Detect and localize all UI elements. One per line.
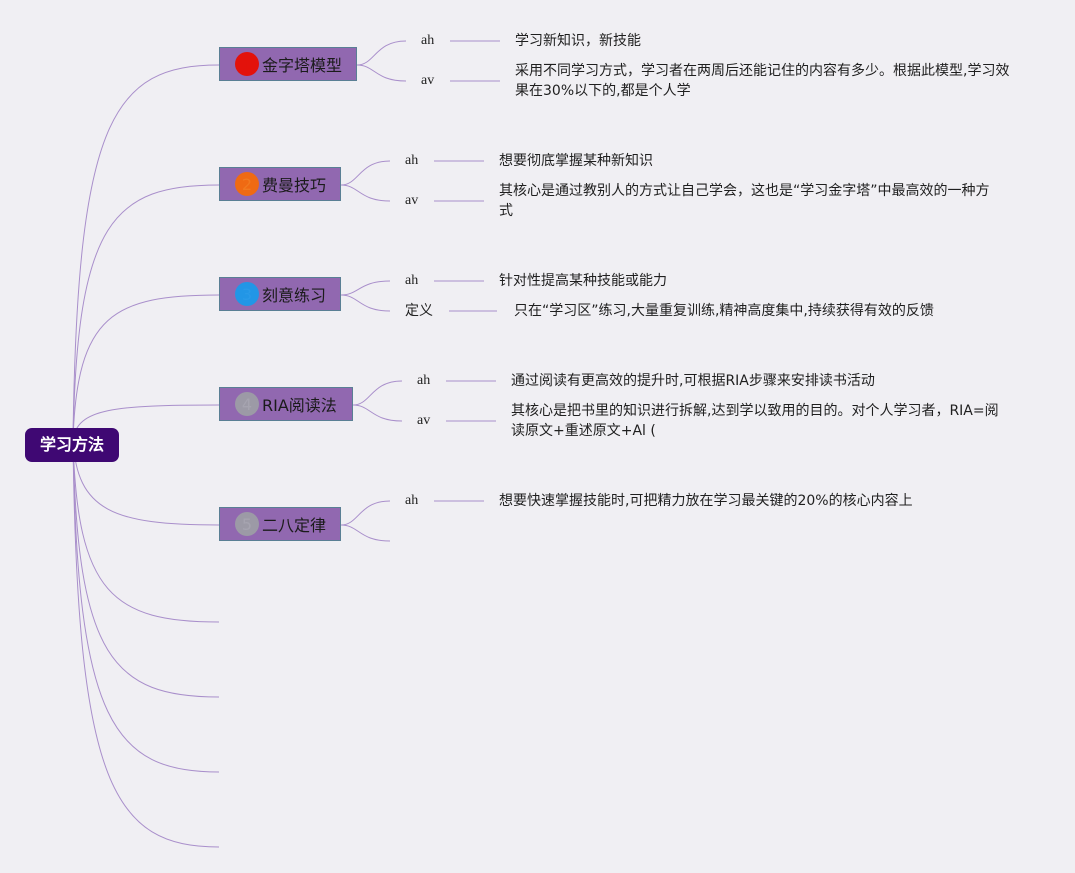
branch-label-ah[interactable]: ah xyxy=(405,493,419,508)
root-connector xyxy=(72,439,220,848)
number-3-badge: 3 xyxy=(235,282,259,306)
branch-connector xyxy=(352,380,403,406)
branch-connector xyxy=(356,40,407,66)
branch-connector xyxy=(340,184,391,202)
branch-connector xyxy=(352,404,403,422)
topic-label: 二八定律 xyxy=(262,516,327,535)
branch-text[interactable]: 只在“学习区”练习,大量重复训练,精神高度集中,持续获得有效的反馈 xyxy=(514,303,934,319)
branch-label-definition[interactable]: 定义 xyxy=(405,303,433,319)
branch-label-av[interactable]: av xyxy=(421,73,435,88)
branch-text[interactable]: 学习新知识，新技能 xyxy=(515,33,641,49)
branch-text[interactable]: 采用不同学习方式，学习者在两周后还能记住的内容有多少。根据此模型,学习效果在30… xyxy=(515,63,1010,99)
root-node[interactable]: 学习方法 xyxy=(25,428,119,462)
branch-connector xyxy=(340,294,391,312)
topic-node-feynman-technique[interactable]: 2 费曼技巧 xyxy=(219,167,341,201)
root-connector xyxy=(72,439,220,526)
branch-label-ah[interactable]: ah xyxy=(405,153,419,168)
topic-node-pyramid-model[interactable]: 1 金字塔模型 xyxy=(219,47,357,81)
branch-text[interactable]: 通过阅读有更高效的提升时,可根据RIA步骤来安排读书活动 xyxy=(511,373,875,389)
branch-connector xyxy=(340,500,391,526)
branch-text[interactable]: 针对性提高某种技能或能力 xyxy=(499,273,667,289)
branch-label-av[interactable]: av xyxy=(417,413,431,428)
root-connector xyxy=(72,294,220,441)
branch-label-ah[interactable]: ah xyxy=(417,373,431,388)
topic-node-deliberate-practice[interactable]: 3 刻意练习 xyxy=(219,277,341,311)
topic-node-ria-reading[interactable]: 4 RIA阅读法 xyxy=(219,387,353,421)
branch-label-ah[interactable]: ah xyxy=(405,273,419,288)
branch-text[interactable]: 其核心是通过教别人的方式让自己学会，这也是“学习金字塔”中最高效的一种方式 xyxy=(499,183,990,219)
branch-connector xyxy=(356,64,407,82)
topic-label: 刻意练习 xyxy=(262,286,327,305)
number-5-badge: 5 xyxy=(235,512,259,536)
number-1-badge: 1 xyxy=(235,52,259,76)
branch-text[interactable]: 想要彻底掌握某种新知识 xyxy=(499,153,653,169)
topic-label: 费曼技巧 xyxy=(262,176,327,195)
topic-node-pareto-principle[interactable]: 5 二八定律 xyxy=(219,507,341,541)
branch-connector xyxy=(340,160,391,186)
root-connector xyxy=(72,184,220,441)
branch-connector xyxy=(340,524,391,542)
topic-label: RIA阅读法 xyxy=(262,396,337,415)
branch-text[interactable]: 其核心是把书里的知识进行拆解,达到学以致用的目的。对个人学习者，RIA=阅读原文… xyxy=(511,403,999,439)
branch-text[interactable]: 想要快速掌握技能时,可把精力放在学习最关键的20%的核心内容上 xyxy=(499,493,913,509)
branch-connector xyxy=(340,280,391,296)
root-connector xyxy=(72,439,220,623)
root-connector xyxy=(72,439,220,773)
number-2-badge: 2 xyxy=(235,172,259,196)
root-connector xyxy=(72,64,220,441)
branch-label-ah[interactable]: ah xyxy=(421,33,435,48)
root-connector xyxy=(72,439,220,698)
number-4-badge: 4 xyxy=(235,392,259,416)
topic-label: 金字塔模型 xyxy=(262,56,343,75)
branch-label-av[interactable]: av xyxy=(405,193,419,208)
